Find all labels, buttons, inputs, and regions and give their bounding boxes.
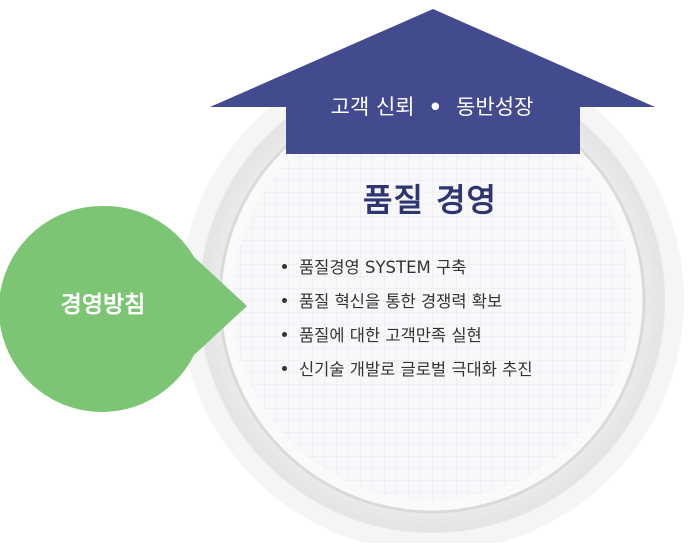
up-arrow — [210, 9, 655, 154]
arrow-label-separator: • — [428, 95, 443, 119]
bullet-dot-icon — [282, 332, 287, 337]
bullet-text: 품질 혁신을 통한 경쟁력 확보 — [299, 292, 503, 311]
diagram-title: 품질 경영 — [363, 181, 497, 219]
bullet-text: 품질경영 SYSTEM 구축 — [299, 258, 467, 277]
bullet-item: 품질 혁신을 통한 경쟁력 확보 — [282, 288, 533, 322]
bubble-label: 경영방침 — [60, 292, 146, 318]
bullet-item: 신기술 개발로 글로벌 극대화 추진 — [282, 356, 533, 390]
bullet-text: 품질에 대한 고객만족 실현 — [299, 326, 482, 345]
bullet-dot-icon — [282, 366, 287, 371]
speech-bubble — [0, 205, 247, 412]
arrow-label-right: 동반성장 — [456, 95, 534, 119]
bullet-dot-icon — [282, 264, 287, 269]
grid-disk-pattern — [232, 100, 632, 500]
arrow-label: 고객 신뢰 • 동반성장 — [286, 87, 578, 127]
bullet-text: 신기술 개발로 글로벌 극대화 추진 — [299, 360, 533, 379]
bullet-item: 품질경영 SYSTEM 구축 — [282, 254, 533, 288]
bullet-list: 품질경영 SYSTEM 구축 품질 혁신을 통한 경쟁력 확보 품질에 대한 고… — [282, 254, 533, 390]
arrow-label-left: 고객 신뢰 — [330, 95, 415, 119]
bullet-dot-icon — [282, 298, 287, 303]
bullet-item: 품질에 대한 고객만족 실현 — [282, 322, 533, 356]
